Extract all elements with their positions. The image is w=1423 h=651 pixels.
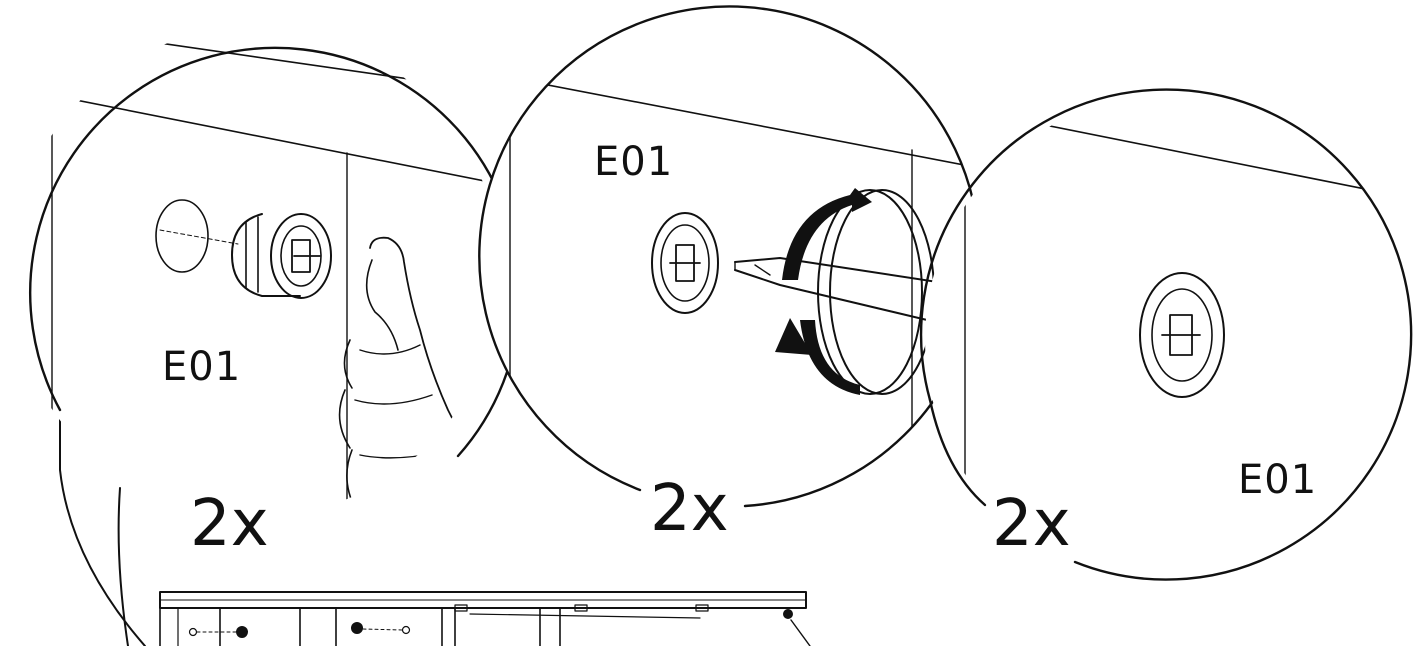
detail-circle-tighten-cam: E01 2x [478,5,981,546]
step1-quantity: 2x [190,487,269,561]
detail-point [783,609,793,619]
cabinet-overview [159,591,811,647]
step1-part-label: E01 [162,344,241,390]
detail-circle-insert-cam: E01 2x [10,27,522,561]
step3-quantity: 2x [992,487,1071,561]
rotate-arrow-icon [782,188,872,280]
step2-part-label: E01 [594,139,673,185]
cam-hole-mark [351,622,363,634]
step2-quantity: 2x [650,472,729,546]
cam-hole-mark [236,626,248,638]
rotate-arrow-icon [800,320,860,395]
step3-part-label: E01 [1238,457,1317,503]
detail-circle-result: E01 2x [919,88,1415,585]
